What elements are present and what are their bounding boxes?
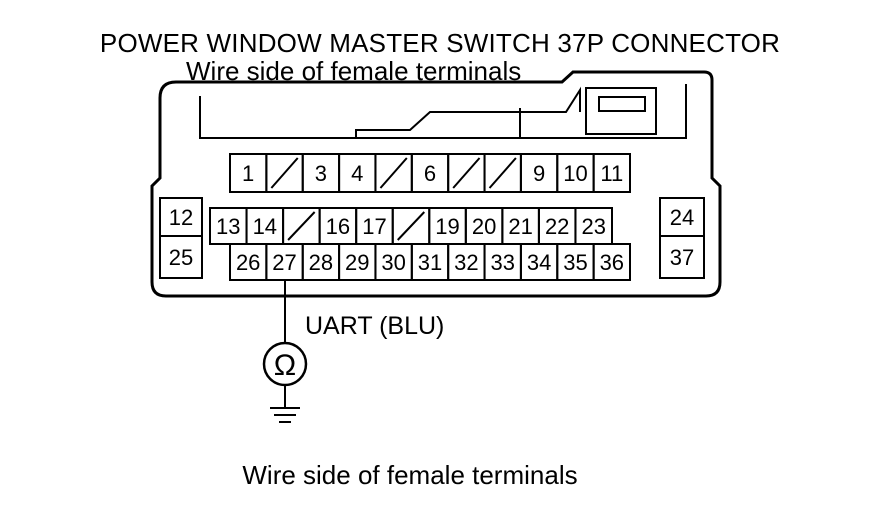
terminal-33: 33 (490, 250, 514, 275)
terminal-27: 27 (272, 250, 296, 275)
wire-color-label: UART (BLU) (305, 312, 445, 340)
terminal-37: 37 (670, 245, 694, 270)
terminal-16: 16 (326, 214, 350, 239)
terminal-21: 21 (508, 214, 532, 239)
unused-terminal-slash (452, 157, 481, 189)
unused-terminal-slash (397, 211, 425, 241)
terminal-36-cell (592, 243, 631, 281)
terminal-13: 13 (216, 214, 240, 239)
terminal-23: 23 (581, 214, 605, 239)
terminal-32: 32 (454, 250, 478, 275)
ohmmeter-symbol: Ω (274, 349, 296, 382)
terminal-14: 14 (253, 214, 277, 239)
unused-terminal-slash (270, 157, 299, 189)
terminal-12: 12 (169, 205, 193, 230)
terminal-26: 26 (236, 250, 260, 275)
terminal-11-cell (592, 153, 631, 193)
diagram-title: POWER WINDOW MASTER SWITCH 37P CONNECTOR (99, 28, 781, 58)
unused-terminal-slash (379, 157, 408, 189)
terminal-17: 17 (362, 214, 386, 239)
terminal-30: 30 (381, 250, 405, 275)
terminal-11: 11 (600, 161, 623, 186)
terminal-31: 31 (418, 250, 442, 275)
terminal-34: 34 (527, 250, 551, 275)
bottom-caption: Wire side of female terminals (242, 460, 578, 490)
unused-terminal-slash (287, 211, 316, 241)
terminal-29: 29 (345, 250, 369, 275)
terminal-37-cell (659, 235, 705, 279)
terminal-1: 1 (242, 161, 254, 186)
terminal-9: 9 (533, 161, 545, 186)
terminal-24: 24 (670, 205, 694, 230)
terminal-25: 25 (169, 245, 193, 270)
terminal-19: 19 (435, 214, 459, 239)
terminal-4: 4 (351, 161, 363, 186)
terminal-6: 6 (424, 161, 436, 186)
unused-terminal-slash (488, 157, 517, 189)
terminal-35: 35 (563, 250, 587, 275)
terminal-3: 3 (315, 161, 327, 186)
terminal-10: 10 (563, 161, 587, 186)
terminal-36: 36 (600, 250, 624, 275)
terminal-20: 20 (472, 214, 496, 239)
terminal-28: 28 (309, 250, 333, 275)
terminal-25-cell (159, 235, 203, 279)
ohmmeter-probe (262, 280, 308, 423)
terminal-22: 22 (545, 214, 569, 239)
